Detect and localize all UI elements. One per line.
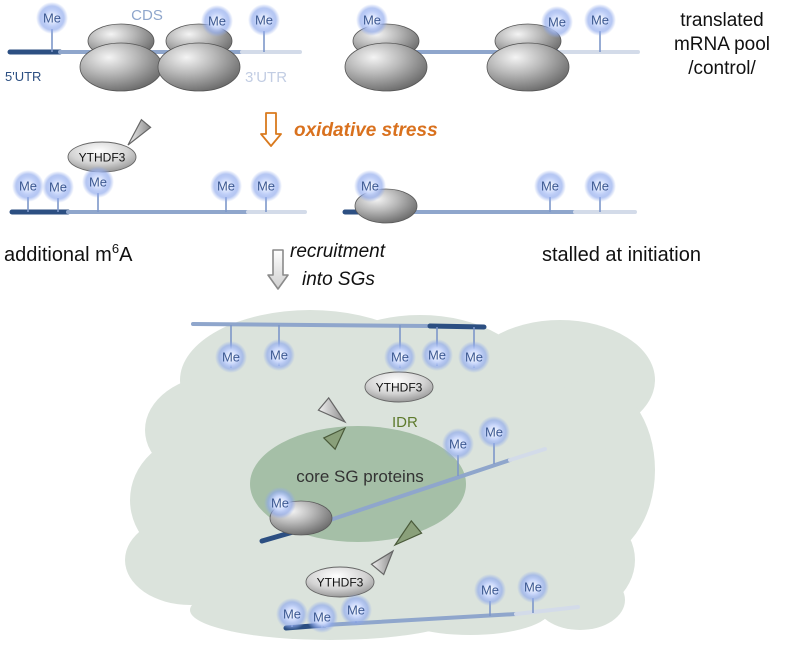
m6a-label: Me [283, 607, 301, 622]
pool-label-line1: translated [680, 10, 763, 31]
m6a-label: Me [465, 350, 483, 365]
pool-label-line2: mRNA pool [674, 34, 770, 55]
m6a-label: Me [257, 179, 275, 194]
ythdf3-label: YTHDF3 [317, 576, 364, 590]
m6a-label: Me [313, 610, 331, 625]
m6a-label: Me [43, 11, 61, 26]
idr-cone [128, 120, 151, 145]
cds-label: CDS [131, 7, 163, 24]
m6a-label: Me [222, 350, 240, 365]
m6a-label: Me [391, 350, 409, 365]
stalled-at-initiation-label: stalled at initiation [542, 244, 701, 266]
oxidative-stress-arrow [261, 113, 281, 146]
idr-label: IDR [392, 414, 418, 431]
m6a-label: Me [541, 179, 559, 194]
ribosome-large-subunit [487, 43, 569, 91]
m6a-label: Me [271, 496, 289, 511]
core-sg-proteins-label: core SG proteins [296, 467, 424, 486]
m6a-label: Me [591, 179, 609, 194]
m6a-label: Me [270, 348, 288, 363]
m6a-label: Me [524, 580, 542, 595]
ribosome-large-subunit [80, 43, 162, 91]
utr5-label: 5'UTR [5, 69, 41, 84]
m6a-label: Me [428, 348, 446, 363]
recruitment-label-line2: into SGs [302, 269, 375, 290]
m6a-label: Me [49, 180, 67, 195]
utr5-segment [430, 326, 484, 327]
ribosome-large-subunit [158, 43, 240, 91]
ythdf3-label: YTHDF3 [79, 151, 126, 165]
m6a-label: Me [449, 437, 467, 452]
ythdf3-label: YTHDF3 [376, 381, 423, 395]
m6a-label: Me [363, 13, 381, 28]
recruitment-label-line1: recruitment [290, 241, 386, 262]
m6a-label: Me [208, 14, 226, 29]
m6a-label: Me [485, 425, 503, 440]
m6a-label: Me [19, 179, 37, 194]
m6a-label: Me [361, 179, 379, 194]
ribosome-large-subunit [345, 43, 427, 91]
cds-segment [193, 324, 430, 326]
m6a-label: Me [548, 15, 566, 30]
m6a-label: Me [347, 603, 365, 618]
m6a-label: Me [591, 13, 609, 28]
m6a-label: Me [481, 583, 499, 598]
recruitment-arrow [268, 250, 288, 289]
granule-lobe [535, 570, 625, 630]
utr3-label: 3'UTR [245, 69, 287, 86]
m6a-label: Me [89, 175, 107, 190]
oxidative-stress-label: oxidative stress [294, 120, 438, 141]
m6a-label: Me [255, 13, 273, 28]
pool-label-line3: /control/ [688, 58, 756, 79]
additional-m6a-label: additional m6A [4, 241, 133, 266]
m6a-label: Me [217, 179, 235, 194]
